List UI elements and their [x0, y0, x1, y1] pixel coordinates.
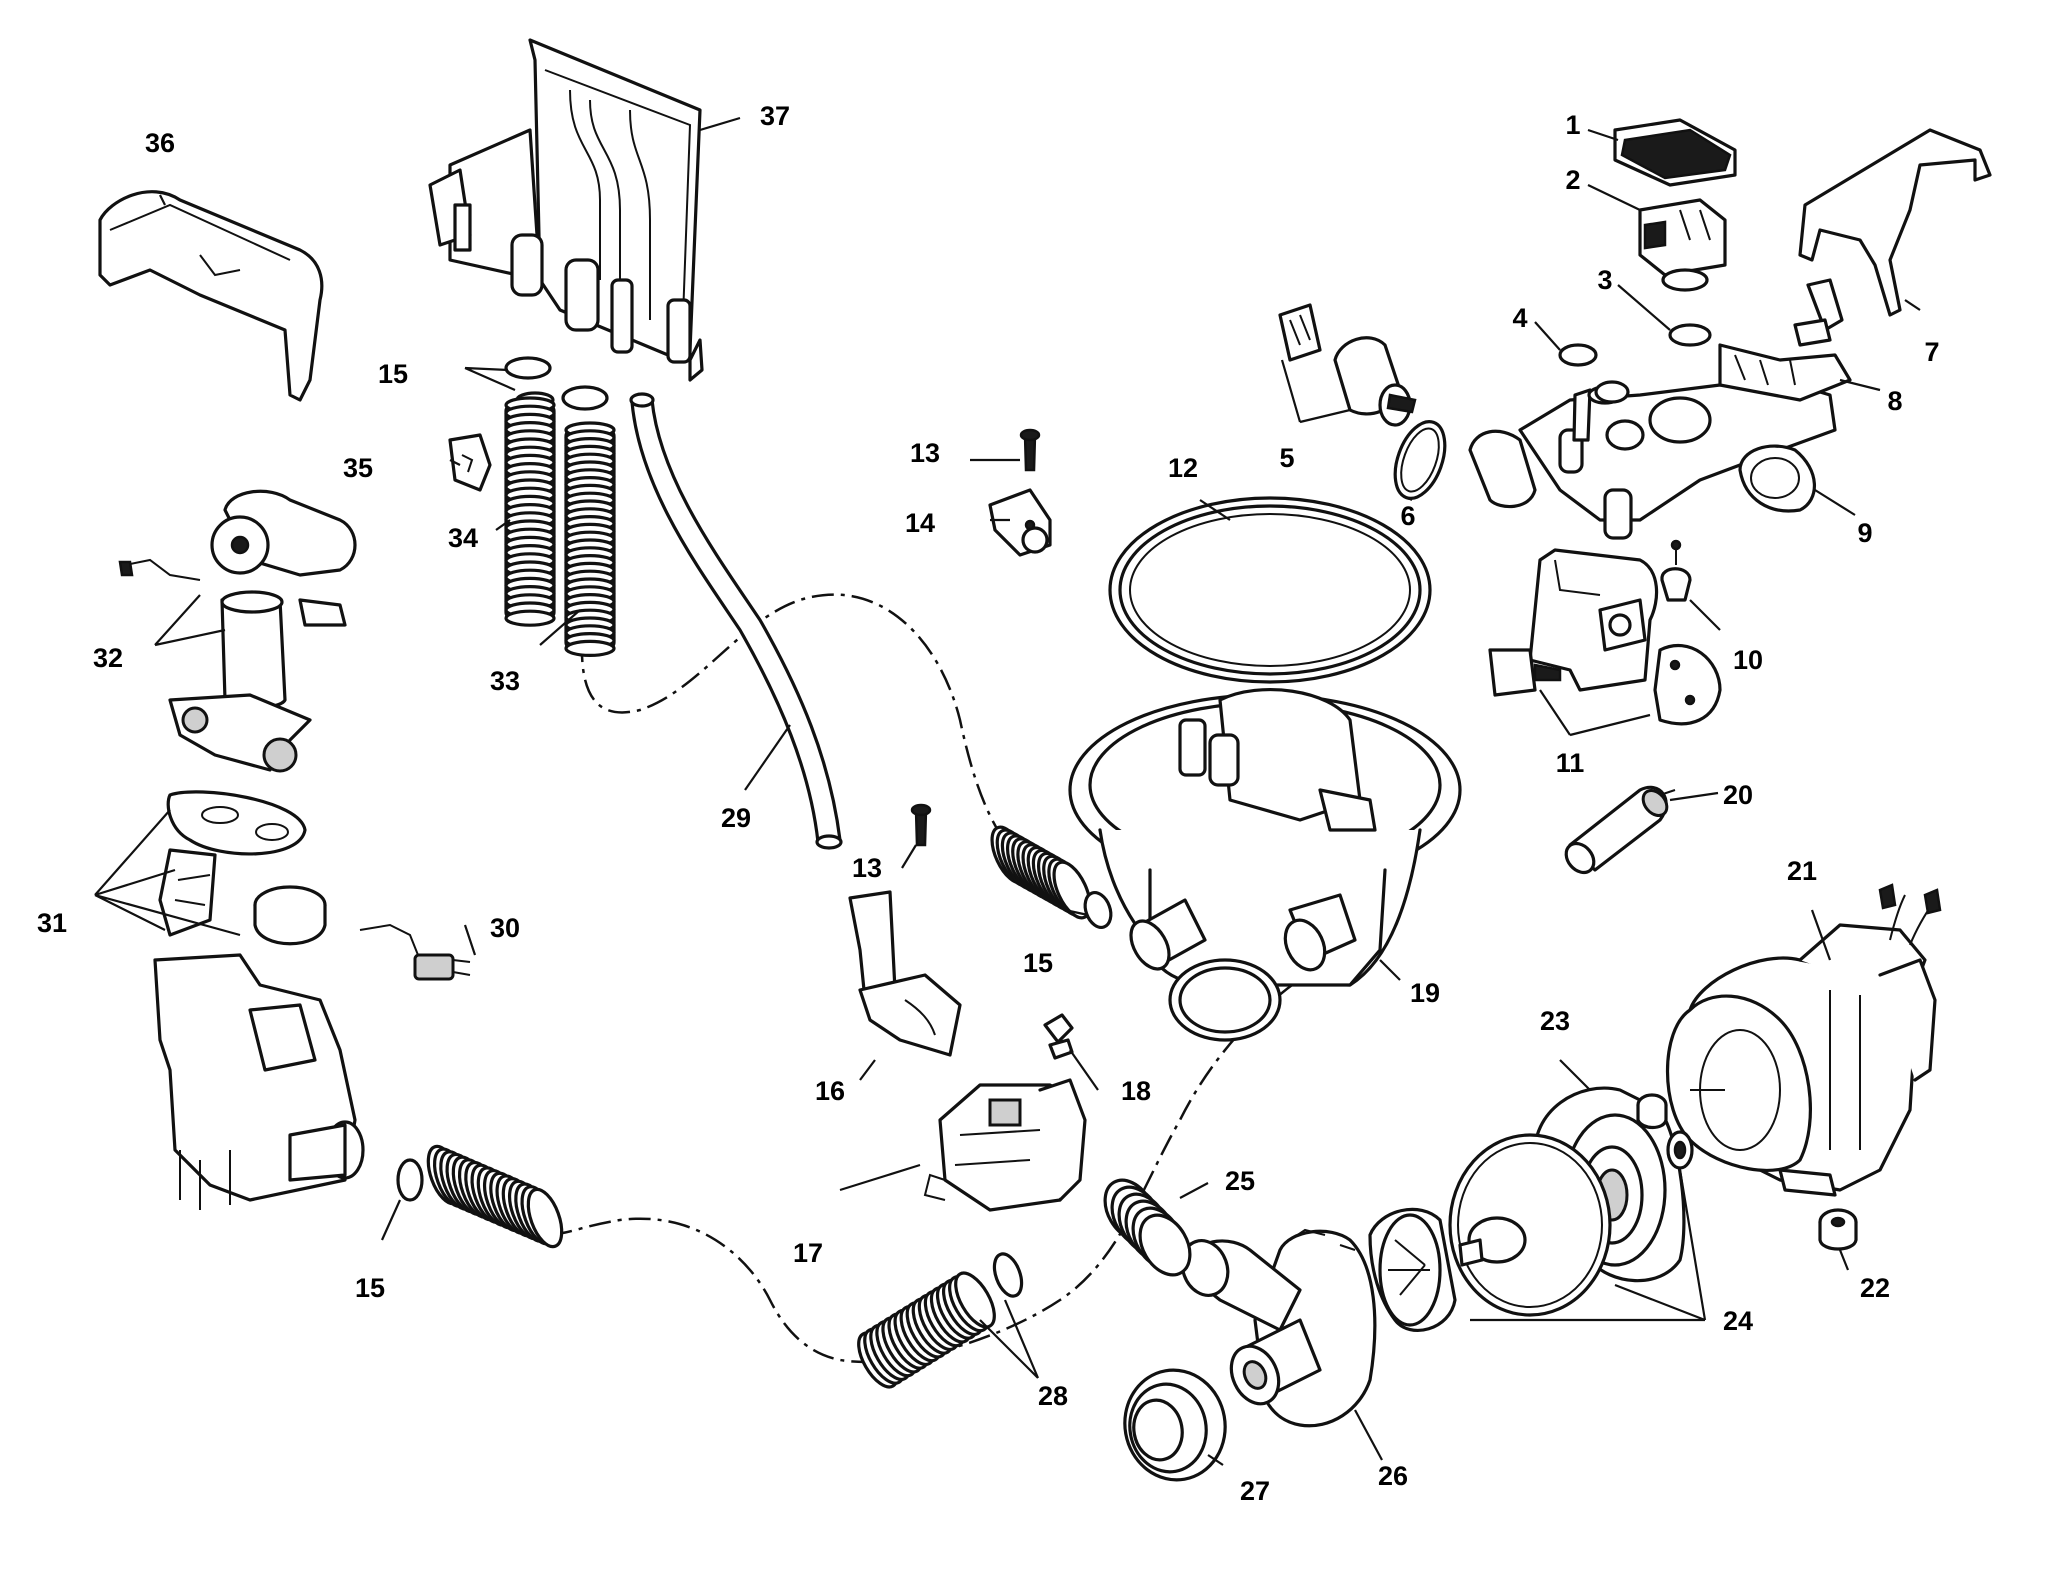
callout-34: 34: [448, 523, 478, 553]
callout-30: 30: [490, 913, 520, 943]
part-35-clip: [448, 433, 492, 492]
callout-22: 22: [1860, 1273, 1890, 1303]
part-13-screw-top: [1019, 428, 1041, 472]
callout-2: 2: [1565, 165, 1580, 195]
callout-16: 16: [815, 1076, 845, 1106]
callout-1: 1: [1565, 110, 1580, 140]
callout-10: 10: [1733, 645, 1763, 675]
part-14-bracket: [988, 488, 1052, 557]
callout-6: 6: [1400, 501, 1415, 531]
part-22-bushing: [1818, 1208, 1858, 1251]
part-37-distributor-panel: [428, 38, 704, 382]
part-16-bracket: [848, 890, 962, 1057]
callout-37: 37: [760, 101, 790, 131]
callout-21: 21: [1787, 856, 1817, 886]
callout-23: 23: [1540, 1006, 1570, 1036]
part-27-grommet: [1123, 1368, 1227, 1482]
part-2-connector: [1638, 198, 1727, 292]
part-7-cover-bracket: [1798, 128, 1992, 317]
callout-9: 9: [1857, 518, 1872, 548]
callout-19: 19: [1410, 978, 1440, 1008]
callout-33: 33: [490, 666, 520, 696]
part-13-screw-mid: [910, 803, 932, 847]
callout-15-mid: 15: [1023, 948, 1053, 978]
part-34-corrugated-hose: [504, 396, 556, 627]
callout-11: 11: [1556, 748, 1585, 778]
part-9-manifold: [1468, 343, 1852, 540]
callout-32: 32: [93, 643, 123, 673]
part-6-o-ring: [1393, 420, 1447, 500]
callout-8: 8: [1887, 386, 1902, 416]
part-29-hose: [629, 392, 843, 850]
callout-13-top: 13: [910, 438, 940, 468]
callout-29: 29: [721, 803, 751, 833]
callout-15-bottom: 15: [355, 1273, 385, 1303]
part-4-o-ring: [1558, 343, 1598, 367]
part-8-clip: [1793, 278, 1844, 347]
callout-4: 4: [1512, 303, 1527, 333]
part-10-plunger: [1660, 539, 1692, 602]
part-30-wire-connector: [359, 923, 471, 981]
callout-35: 35: [343, 453, 373, 483]
callout-3: 3: [1597, 265, 1612, 295]
mid-corrugated-hose: [990, 825, 1092, 920]
callout-25: 25: [1225, 1166, 1255, 1196]
callout-7: 7: [1924, 337, 1939, 367]
callout-26: 26: [1378, 1461, 1408, 1491]
part-28-o-ring: [992, 1252, 1024, 1298]
part-5-valve: [1278, 303, 1417, 427]
part-33-corrugated-hose: [564, 421, 616, 658]
part-25-spring: [1103, 1178, 1192, 1277]
callout-5: 5: [1279, 443, 1294, 473]
callout-14: 14: [905, 508, 935, 538]
part-11-dispenser-housing: [1488, 548, 1722, 726]
part-21-motor: [1666, 883, 1942, 1197]
callout-17: 17: [793, 1238, 823, 1268]
part-3-o-ring: [1668, 323, 1712, 347]
callout-31: 31: [37, 908, 67, 938]
callout-24: 24: [1723, 1306, 1753, 1336]
callout-labels: 1 2 3 4 5 6 7 8 9 10 11 12 13 13 14 15 1…: [37, 101, 1940, 1506]
callout-20: 20: [1723, 780, 1753, 810]
part-20-sensor: [1564, 785, 1676, 875]
callout-36: 36: [145, 128, 175, 158]
part-28-corrugated-hose: [857, 1271, 996, 1389]
part-26-pump-housing: [1180, 1228, 1377, 1428]
callout-18: 18: [1121, 1076, 1151, 1106]
callout-27: 27: [1240, 1476, 1270, 1506]
part-12-gasket-ring: [1108, 496, 1432, 684]
part-32-pressure-switch: [118, 489, 357, 710]
part-19-sump: [1068, 688, 1462, 1042]
callout-15-top: 15: [378, 359, 408, 389]
part-15-o-ring-bottom-left: [396, 1158, 424, 1202]
leader-lines: [94, 116, 1921, 1466]
callout-12: 12: [1168, 453, 1198, 483]
callout-28: 28: [1038, 1381, 1068, 1411]
part-18-clip: [1043, 1013, 1074, 1060]
part-36-cover: [98, 190, 324, 402]
lower-left-corrugated-hose: [426, 1144, 564, 1249]
part-31-valve-assembly: [153, 693, 365, 1210]
callout-13-mid: 13: [852, 853, 882, 883]
part-1-cap: [1613, 118, 1737, 187]
part-24-pump-seal-group: [1368, 1133, 1612, 1332]
part-17-switch: [923, 1078, 1087, 1212]
